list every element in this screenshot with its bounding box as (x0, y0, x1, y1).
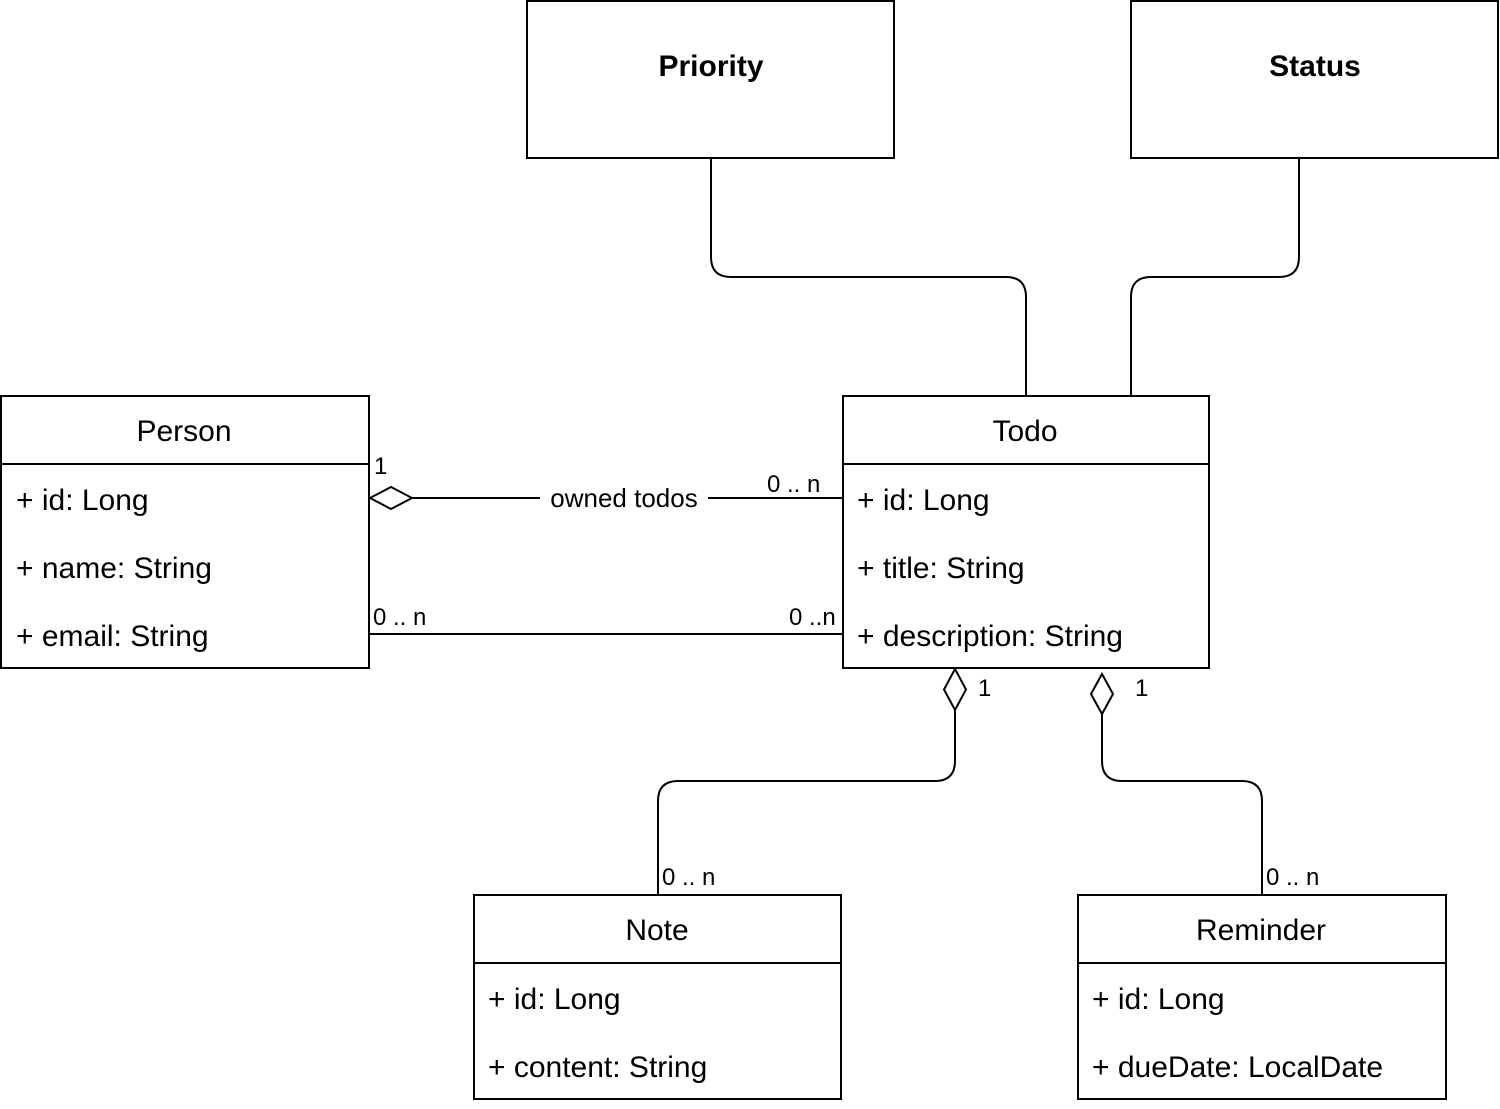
class-note[interactable]: Note + id: Long + content: String (473, 894, 842, 1100)
class-person[interactable]: Person + id: Long + name: String + email… (0, 395, 370, 669)
todo-note-target-multiplicity: 0 .. n (662, 864, 715, 891)
class-person-name: Person (136, 415, 231, 448)
class-person-box (0, 395, 370, 669)
class-note-attribute: + id: Long (488, 983, 621, 1016)
class-todo-box (842, 395, 1210, 669)
todo-reminder-aggregation-diamond (1089, 671, 1115, 717)
class-todo-attribute: + description: String (857, 620, 1123, 653)
class-status[interactable]: Status (1130, 0, 1499, 159)
class-reminder-attribute: + dueDate: LocalDate (1092, 1051, 1383, 1084)
priority-todo-connector (710, 158, 1027, 395)
class-person-attribute: + id: Long (16, 484, 149, 517)
class-todo-attribute: + title: String (857, 552, 1025, 585)
class-person-attribute: + email: String (16, 620, 209, 653)
todo-note-source-multiplicity: 1 (978, 675, 991, 702)
class-note-name: Note (625, 914, 688, 947)
status-todo-connector (1130, 158, 1300, 395)
class-reminder-name: Reminder (1196, 914, 1326, 947)
owned-todos-source-multiplicity: 1 (374, 453, 387, 480)
owned-todos-label: owned todos (550, 483, 697, 513)
class-todo[interactable]: Todo + id: Long + title: String + descri… (842, 395, 1210, 669)
person-todo-source-multiplicity: 0 .. n (373, 604, 426, 631)
owned-todos-aggregation-diamond (367, 485, 415, 511)
class-priority-box (526, 0, 895, 159)
person-todo-target-multiplicity: 0 ..n (789, 604, 836, 631)
class-todo-name: Todo (992, 415, 1057, 448)
class-reminder[interactable]: Reminder + id: Long + dueDate: LocalDate (1077, 894, 1447, 1100)
class-reminder-attribute: + id: Long (1092, 983, 1225, 1016)
todo-reminder-connector (1101, 714, 1263, 895)
class-status-name: Status (1269, 50, 1361, 83)
owned-todos-target-multiplicity: 0 .. n (767, 471, 820, 498)
todo-reminder-target-multiplicity: 0 .. n (1266, 864, 1319, 891)
class-status-box (1130, 0, 1499, 159)
todo-note-aggregation-diamond (942, 666, 968, 713)
class-priority[interactable]: Priority (526, 0, 895, 159)
todo-note-connector (657, 710, 956, 895)
class-note-box (473, 894, 842, 1100)
class-todo-attribute: + id: Long (857, 484, 990, 517)
todo-reminder-source-multiplicity: 1 (1135, 675, 1148, 702)
class-priority-name: Priority (658, 50, 763, 83)
class-reminder-box (1077, 894, 1447, 1100)
class-note-attribute: + content: String (488, 1051, 707, 1084)
class-person-attribute: + name: String (16, 552, 212, 585)
